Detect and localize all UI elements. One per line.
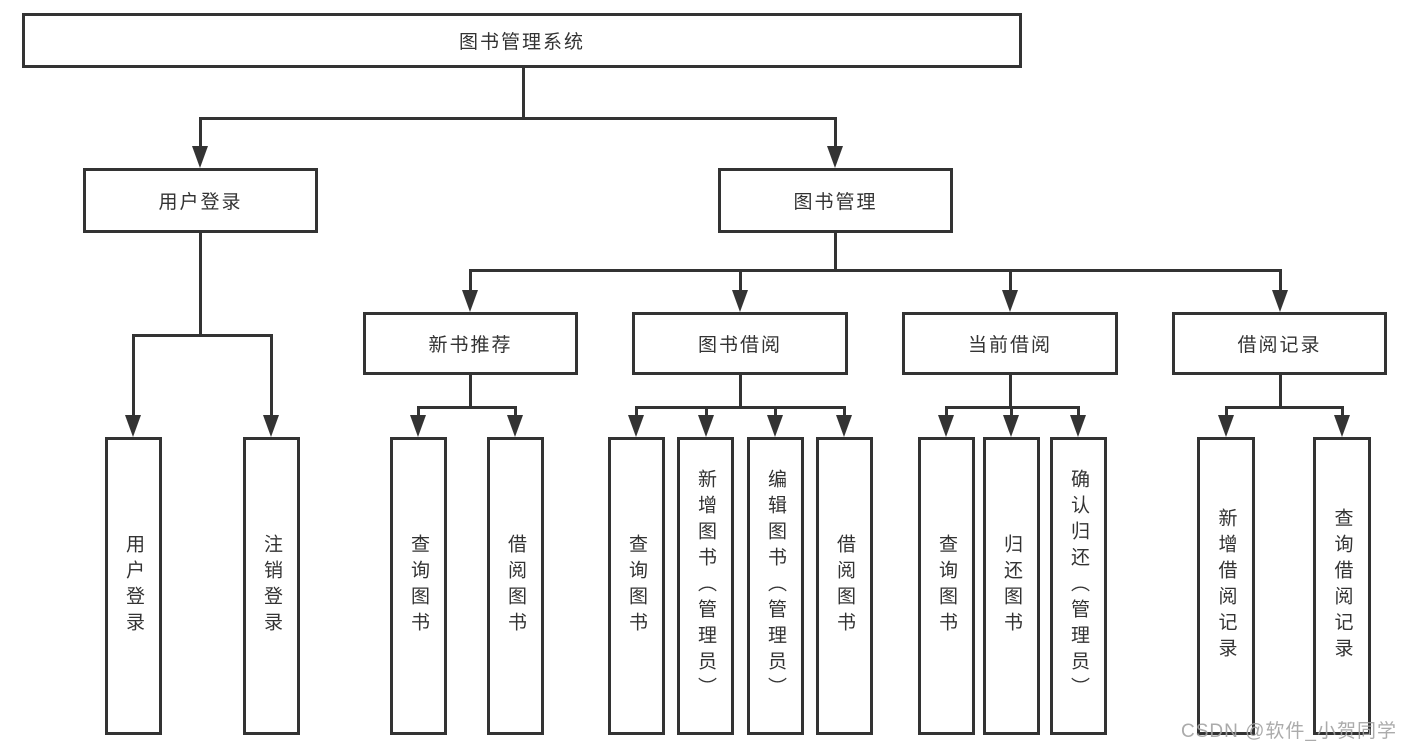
edge-root-stem: [521, 66, 525, 118]
leaf-query-borrow-record: 查询借阅记录: [1313, 437, 1371, 735]
leaf-confirm-return-admin: 确认归还（管理员）: [1050, 437, 1107, 735]
arrow-to-book-borrow: [732, 269, 748, 312]
arrow-leaf: [938, 406, 954, 437]
arrow-to-leaf-user-login: [125, 334, 141, 437]
arrow-to-book-management: [827, 117, 843, 168]
node-label: 新书推荐: [428, 335, 513, 356]
edge-book-borrow-rail: [634, 406, 845, 409]
edge-root-rail: [198, 117, 837, 120]
leaf-add-books-admin: 新增图书（管理员）: [677, 437, 734, 735]
leaf-add-borrow-record: 新增借阅记录: [1197, 437, 1255, 735]
node-label: 注销登录: [261, 534, 282, 638]
node-label: 当前借阅: [967, 335, 1052, 356]
node-label: 编辑图书（管理员）: [765, 469, 786, 703]
node-label: 用户登录: [158, 192, 243, 213]
arrow-to-user-login: [192, 117, 208, 168]
node-book-borrow: 图书借阅: [632, 312, 848, 375]
node-label: 查询借阅记录: [1331, 508, 1353, 664]
leaf-borrow-books: 借阅图书: [816, 437, 873, 735]
node-label: 查询图书: [408, 534, 429, 638]
edge-book-management-stem: [833, 231, 837, 272]
arrow-leaf: [767, 406, 783, 437]
arrow-leaf: [410, 406, 426, 437]
node-label: 归还图书: [1001, 534, 1022, 638]
node-label: 确认归还（管理员）: [1068, 469, 1089, 703]
arrow-leaf: [1334, 406, 1350, 437]
arrow-leaf: [1070, 406, 1086, 437]
edge-book-management-rail: [468, 269, 1281, 272]
leaf-query-books: 查询图书: [918, 437, 975, 735]
leaf-query-books: 查询图书: [390, 437, 447, 735]
edge-new-book-recommend-stem: [468, 373, 472, 408]
arrow-to-borrow-records: [1272, 269, 1288, 312]
node-label: 图书借阅: [697, 335, 782, 356]
leaf-return-books: 归还图书: [983, 437, 1040, 735]
arrow-leaf: [836, 406, 852, 437]
node-label: 用户登录: [123, 534, 144, 638]
leaf-edit-books-admin: 编辑图书（管理员）: [747, 437, 804, 735]
node-label: 新增借阅记录: [1215, 508, 1237, 664]
node-new-book-recommend: 新书推荐: [363, 312, 578, 375]
arrow-leaf: [698, 406, 714, 437]
arrow-to-leaf-logout: [263, 334, 279, 437]
node-label: 借阅记录: [1237, 335, 1322, 356]
arrow-to-new-book-recommend: [462, 269, 478, 312]
edge-user-login-rail: [131, 334, 272, 337]
node-book-management: 图书管理: [718, 168, 953, 233]
leaf-query-books: 查询图书: [608, 437, 665, 735]
leaf-logout: 注销登录: [243, 437, 300, 735]
edge-book-borrow-stem: [738, 373, 742, 408]
node-label: 借阅图书: [834, 534, 855, 638]
node-library-management-system: 图书管理系统: [22, 13, 1022, 68]
node-label: 图书管理系统: [458, 32, 585, 53]
node-user-login-group: 用户登录: [83, 168, 318, 233]
node-borrow-records: 借阅记录: [1172, 312, 1387, 375]
arrow-to-current-borrow: [1002, 269, 1018, 312]
edge-new-book-recommend-rail: [416, 406, 516, 409]
arrow-leaf: [1003, 406, 1019, 437]
leaf-borrow-books: 借阅图书: [487, 437, 544, 735]
node-current-borrow: 当前借阅: [902, 312, 1118, 375]
arrow-leaf: [1218, 406, 1234, 437]
edge-borrow-records-stem: [1278, 373, 1282, 408]
csdn-watermark: CSDN @软件_小贺同学: [1181, 721, 1397, 742]
arrow-leaf: [628, 406, 644, 437]
edge-current-borrow-stem: [1008, 373, 1012, 408]
arrow-leaf: [507, 406, 523, 437]
node-label: 查询图书: [936, 534, 957, 638]
node-label: 借阅图书: [505, 534, 526, 638]
node-label: 查询图书: [626, 534, 647, 638]
node-label: 新增图书（管理员）: [695, 469, 716, 703]
node-label: 图书管理: [793, 192, 878, 213]
edge-user-login-stem: [198, 231, 202, 337]
leaf-user-login: 用户登录: [105, 437, 162, 735]
edge-borrow-records-rail: [1224, 406, 1342, 409]
